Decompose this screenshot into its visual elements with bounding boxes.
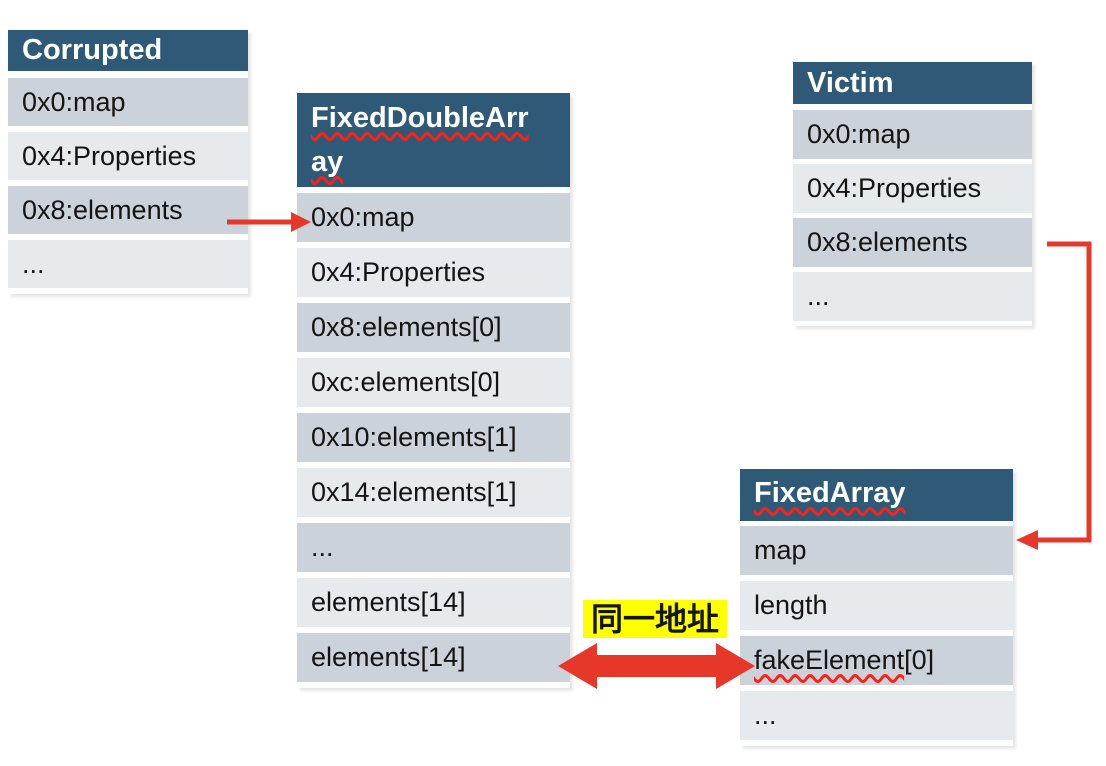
table-row: fakeElement[0] [740,636,1013,685]
table-row: ... [297,523,570,572]
fixed-double-array-table: FixedDoubleArr ay 0x0:map 0x4:Properties… [297,93,570,688]
table-row: map [740,526,1013,575]
table-row: 0x8:elements [793,218,1032,267]
title-line: FixedDoubleArr [311,102,529,134]
table-row: ... [740,691,1013,740]
table-row: 0x0:map [297,193,570,242]
table-row: ... [793,272,1032,321]
fake-element-word: fakeElement [754,645,905,675]
victim-table-title: Victim [793,62,1032,104]
fixed-double-array-table-title: FixedDoubleArr ay [297,93,570,187]
table-row: 0x8:elements [8,186,248,234]
table-row: 0x10:elements[1] [297,413,570,462]
table-row: 0x4:Properties [297,248,570,297]
fixed-array-table: FixedArray map length fakeElement[0] ... [740,469,1013,746]
table-row: ... [8,240,248,288]
title-line: ay [311,146,344,178]
fake-element-index: [0] [904,645,935,675]
same-address-label: 同一地址 [583,600,727,638]
table-row: 0x0:map [8,78,248,126]
table-row: elements[14] [297,578,570,627]
table-row: 0x4:Properties [8,132,248,180]
table-row: 0x4:Properties [793,164,1032,213]
table-row: 0x8:elements[0] [297,303,570,352]
table-row: length [740,581,1013,630]
victim-table: Victim 0x0:map 0x4:Properties 0x8:elemen… [793,62,1032,326]
fixed-array-table-title: FixedArray [740,469,1013,521]
title-line: FixedArray [754,477,906,509]
table-row: elements[14] [297,633,570,682]
table-row: 0x14:elements[1] [297,468,570,517]
corrupted-table: Corrupted 0x0:map 0x4:Properties 0x8:ele… [8,30,248,294]
table-row: 0x0:map [793,110,1032,159]
table-row: 0xc:elements[0] [297,358,570,407]
same-address-double-arrow [558,643,755,689]
corrupted-table-title: Corrupted [8,30,248,71]
